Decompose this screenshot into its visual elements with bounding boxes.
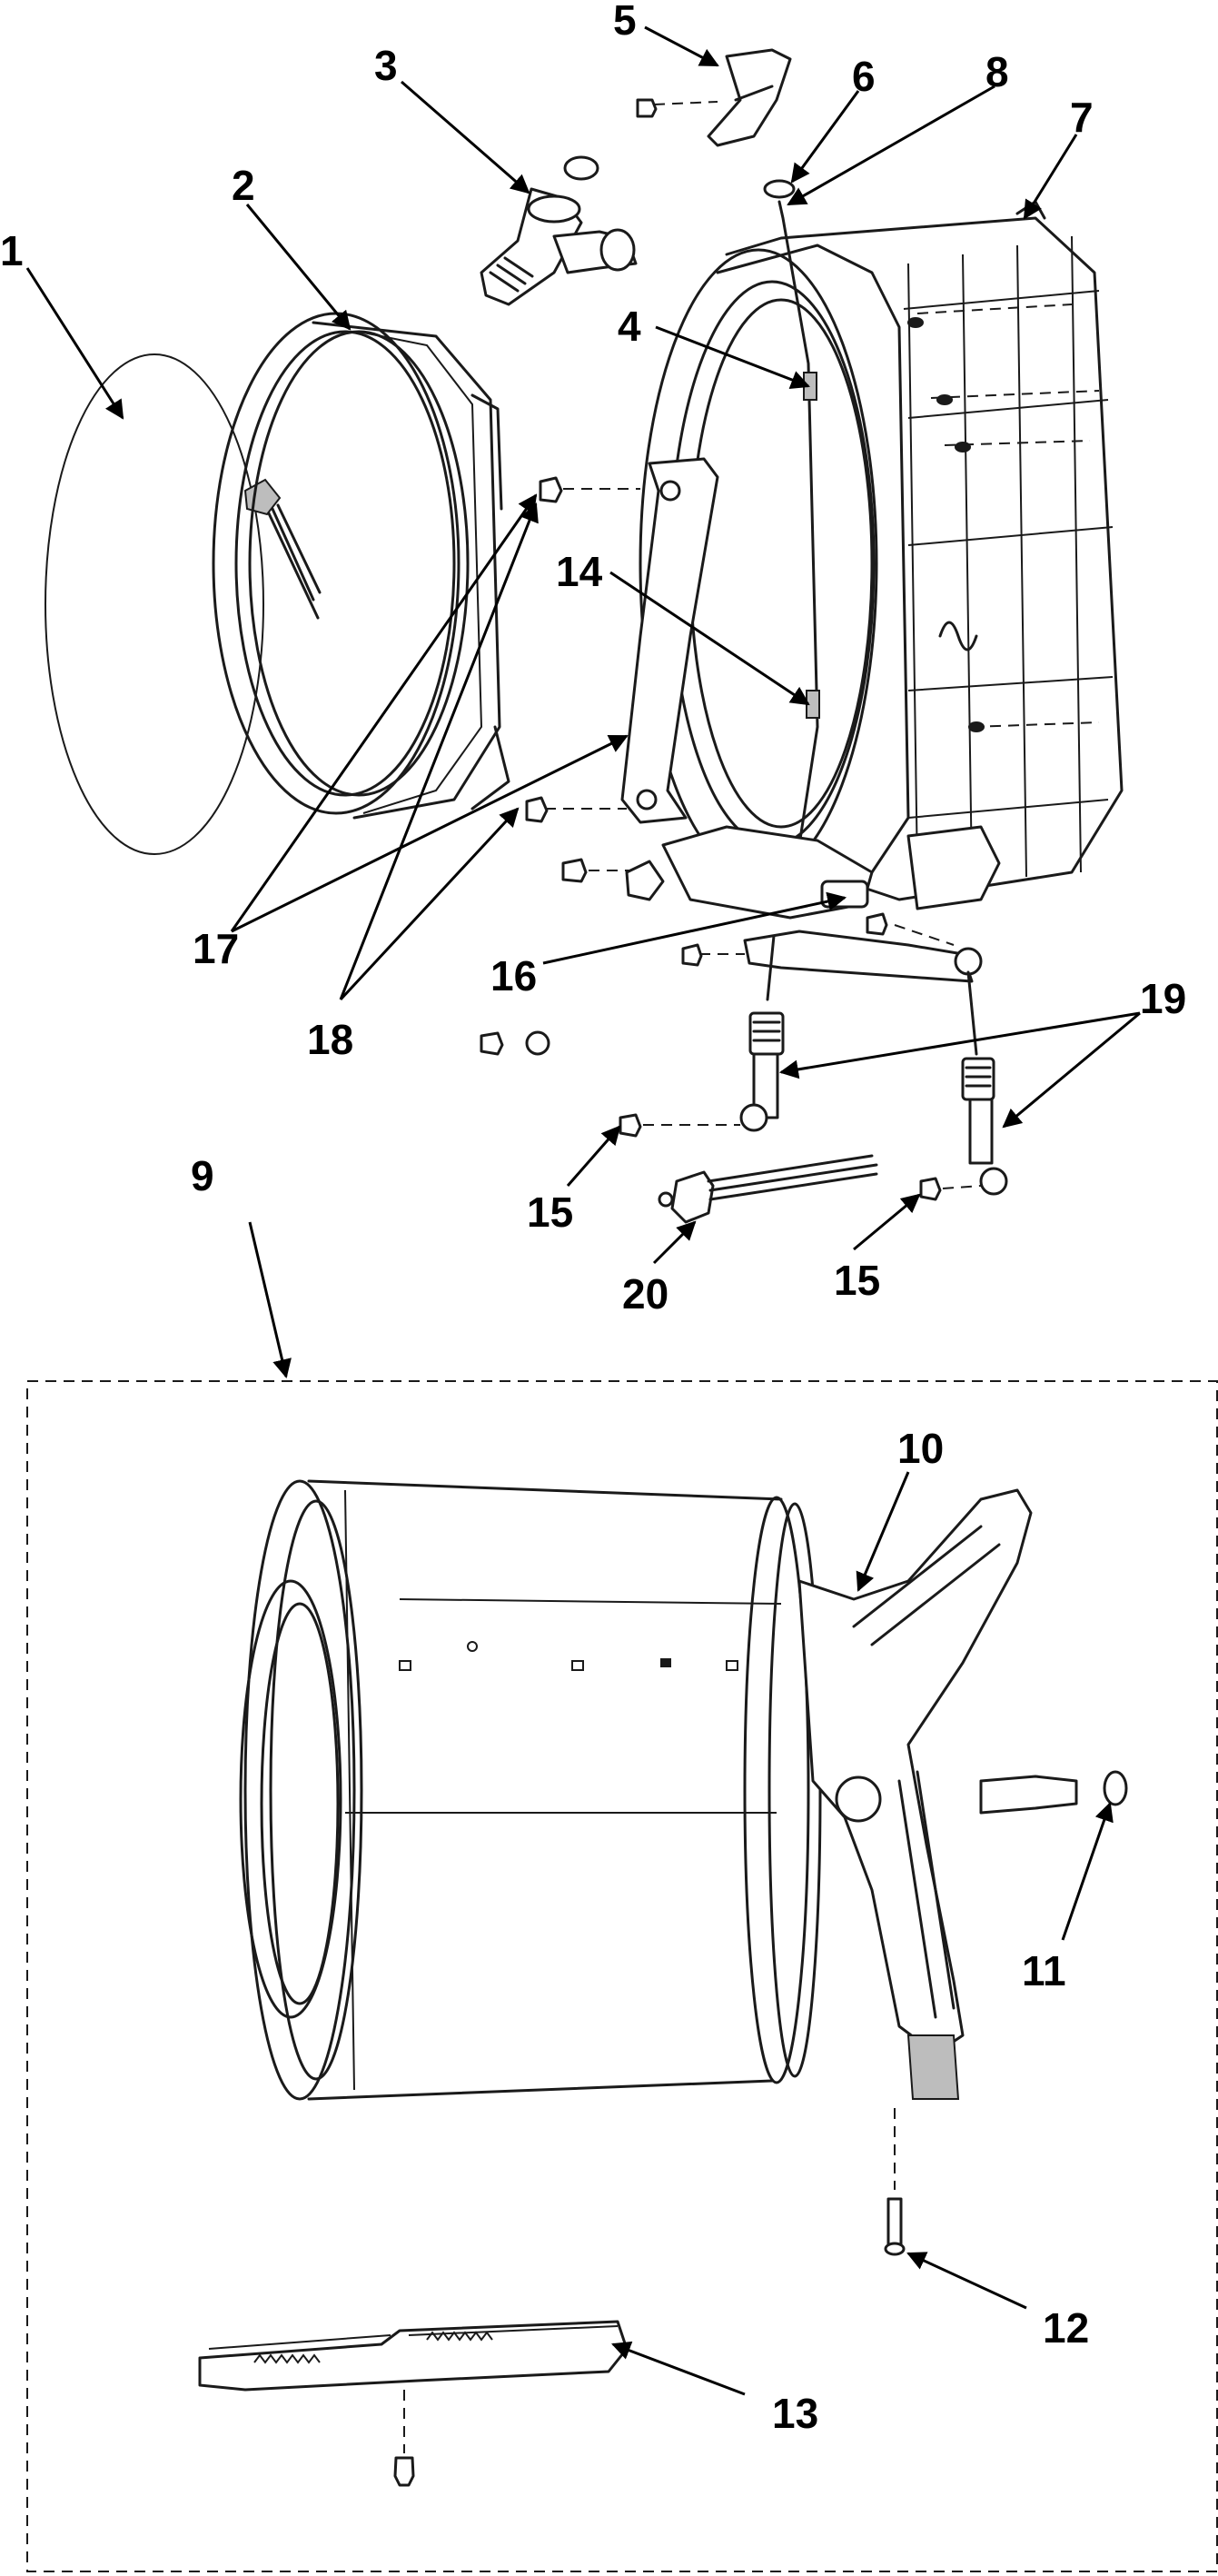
screws-left — [480, 476, 665, 1056]
part-11-washer — [1103, 1770, 1128, 1806]
part-19-damper-right — [954, 947, 1008, 1196]
part-5-bracket — [636, 48, 792, 147]
callout-7: 7 — [1070, 94, 1094, 141]
callout-19: 19 — [1140, 975, 1186, 1022]
part-6-cap — [763, 179, 796, 199]
callout-12: 12 — [1043, 2304, 1089, 2352]
callout-6: 6 — [852, 53, 876, 100]
callout-5: 5 — [613, 0, 637, 44]
callout-2: 2 — [232, 162, 255, 209]
callout-11: 11 — [1022, 1947, 1066, 1994]
part-20-heater — [658, 1154, 878, 1224]
part-2-front-ring — [212, 312, 510, 820]
part-10-spider — [797, 1488, 1078, 2100]
part-17-bracket-arm — [545, 457, 719, 824]
callout-15-left: 15 — [527, 1189, 573, 1236]
part-15-screws — [619, 1113, 982, 1201]
callout-14: 14 — [556, 548, 603, 595]
part-13-baffle — [198, 2320, 629, 2487]
callout-18: 18 — [307, 1016, 353, 1063]
callout-10: 10 — [897, 1425, 944, 1472]
callout-13: 13 — [772, 2390, 818, 2437]
tub-assembly — [639, 200, 1124, 920]
callout-8: 8 — [985, 48, 1009, 95]
part-19-damper-left — [739, 934, 785, 1132]
callout-17: 17 — [193, 925, 239, 972]
part-9-drum — [239, 1479, 822, 2101]
part-9-drum-assembly-frame — [26, 1380, 1218, 2572]
part-1-seal-clamp — [45, 353, 322, 855]
callout-1: 1 — [0, 227, 24, 274]
part-16-bracket — [681, 912, 974, 983]
callout-labels: 1 2 3 5 6 8 7 4 14 17 18 16 19 15 20 15 … — [0, 0, 1186, 2437]
callout-16: 16 — [490, 952, 537, 1000]
callout-9: 9 — [191, 1152, 214, 1199]
callout-4: 4 — [618, 303, 641, 350]
callout-15-right: 15 — [834, 1257, 880, 1304]
callout-20: 20 — [622, 1270, 668, 1318]
callout-3: 3 — [374, 42, 398, 89]
part-3-hose-elbow — [480, 155, 638, 306]
part-12-bolt — [884, 2108, 906, 2256]
leader-lines — [25, 25, 1141, 2396]
